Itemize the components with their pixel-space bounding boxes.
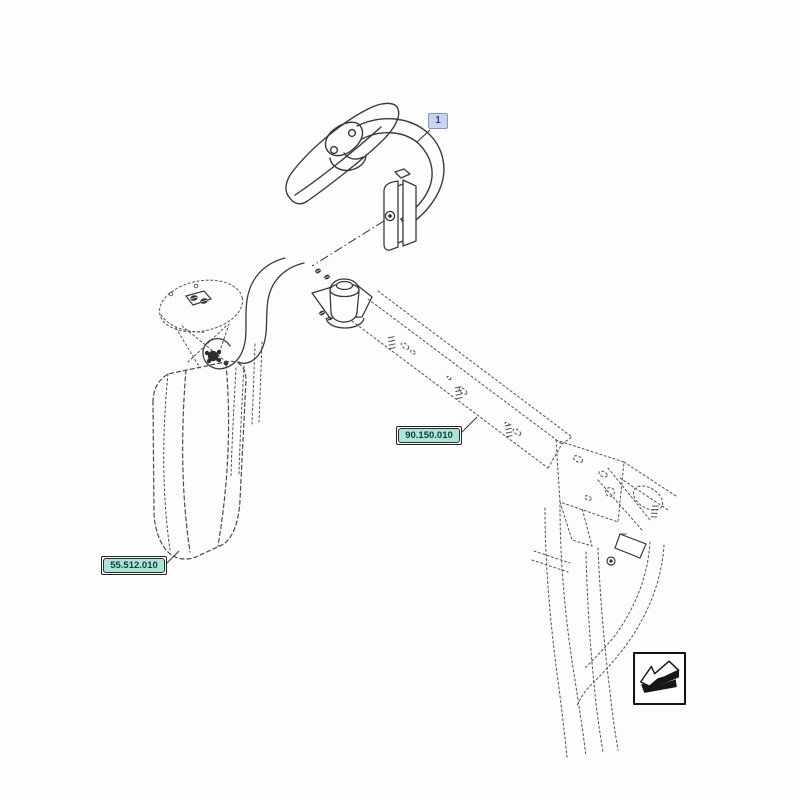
mounting-bracket <box>383 168 417 251</box>
orientation-thumbnail[interactable] <box>633 652 686 705</box>
cab-frame-rail <box>351 290 677 759</box>
callout-part-1[interactable]: 1 <box>428 113 448 129</box>
section-ref-90-150-010[interactable]: 90.150.010 <box>396 426 462 445</box>
mirror-arm-assembly <box>158 257 335 477</box>
section-ref-55-512-010[interactable]: 55.512.010 <box>101 556 167 575</box>
section-ref-90-150-010-label: 90.150.010 <box>398 428 460 443</box>
callout-part-1-label: 1 <box>435 115 441 126</box>
mirror-body <box>152 360 247 560</box>
clamp-knob <box>204 349 229 366</box>
leader-lines <box>165 129 478 565</box>
handrail-mount <box>606 533 647 566</box>
section-ref-55-512-010-label: 55.512.010 <box>103 558 165 573</box>
support-cylinder <box>311 278 373 329</box>
mirror-head-assembly <box>285 102 445 228</box>
assembly-centerline <box>311 220 385 267</box>
direction-arrow-icon <box>640 660 680 693</box>
